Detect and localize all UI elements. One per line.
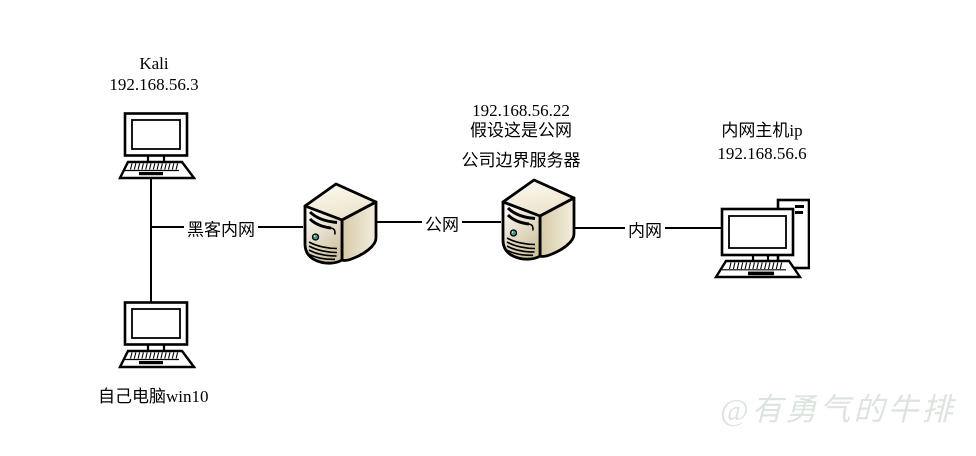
watermark-text: @有勇气的牛排 — [720, 392, 956, 427]
win10-node-label: 自己电脑win10 — [98, 387, 209, 406]
server-vents — [506, 237, 536, 257]
server-drive-bay — [308, 210, 338, 224]
server-drive-bay — [506, 206, 536, 220]
server-bay-hook — [330, 227, 336, 235]
link-label-lan: 内网 — [625, 216, 665, 242]
kali-ip: 192.168.56.3 — [109, 75, 199, 94]
server-vents — [308, 241, 338, 261]
keyboard-spacebar — [748, 271, 774, 276]
link-kali-to-win10-line — [150, 176, 152, 305]
keyboard-keys — [129, 352, 179, 359]
hacker-gateway-server-icon — [303, 182, 378, 265]
keyboard-keys — [129, 163, 179, 170]
intranet-host-computer-icon — [713, 198, 810, 279]
keyboard-keys — [728, 262, 783, 270]
border-server-label: 192.168.56.22 假设这是公网 公司边界服务器 — [462, 101, 581, 171]
server-led-glint — [313, 235, 316, 237]
server-drive-bay — [308, 217, 332, 230]
server-drive-bay — [506, 213, 530, 226]
server-power-led — [509, 229, 518, 237]
monitor-screen — [728, 215, 787, 249]
kali-computer-icon — [118, 112, 196, 180]
win10-computer-icon — [118, 301, 196, 369]
link-label-public: 公网 — [422, 210, 462, 236]
monitor-screen — [131, 119, 181, 150]
monitor-screen — [131, 308, 181, 339]
server-side-face — [538, 196, 576, 258]
intranet-host-title: 内网主机ip — [721, 121, 803, 140]
border-server-icon — [501, 178, 576, 261]
keyboard-spacebar — [139, 172, 163, 176]
server-led-glint — [511, 231, 514, 233]
kali-name: Kali — [139, 54, 169, 73]
intranet-host-label: 内网主机ip 192.168.56.6 — [717, 119, 806, 165]
server-power-led — [311, 233, 320, 241]
border-server-note: 假设这是公网 — [470, 121, 572, 140]
intranet-host-ip: 192.168.56.6 — [717, 144, 807, 163]
server-side-face — [340, 200, 378, 262]
tower-drive-slot — [795, 211, 803, 214]
border-server-ip: 192.168.56.22 — [472, 101, 570, 120]
border-server-title: 公司边界服务器 — [461, 151, 581, 170]
tower-drive-slot — [795, 205, 804, 208]
server-bay-hook — [528, 223, 534, 231]
kali-node-label: Kali 192.168.56.3 — [109, 53, 198, 95]
keyboard-spacebar — [139, 361, 163, 365]
keyboard — [713, 259, 803, 279]
link-label-hacker-lan: 黑客内网 — [184, 215, 258, 241]
